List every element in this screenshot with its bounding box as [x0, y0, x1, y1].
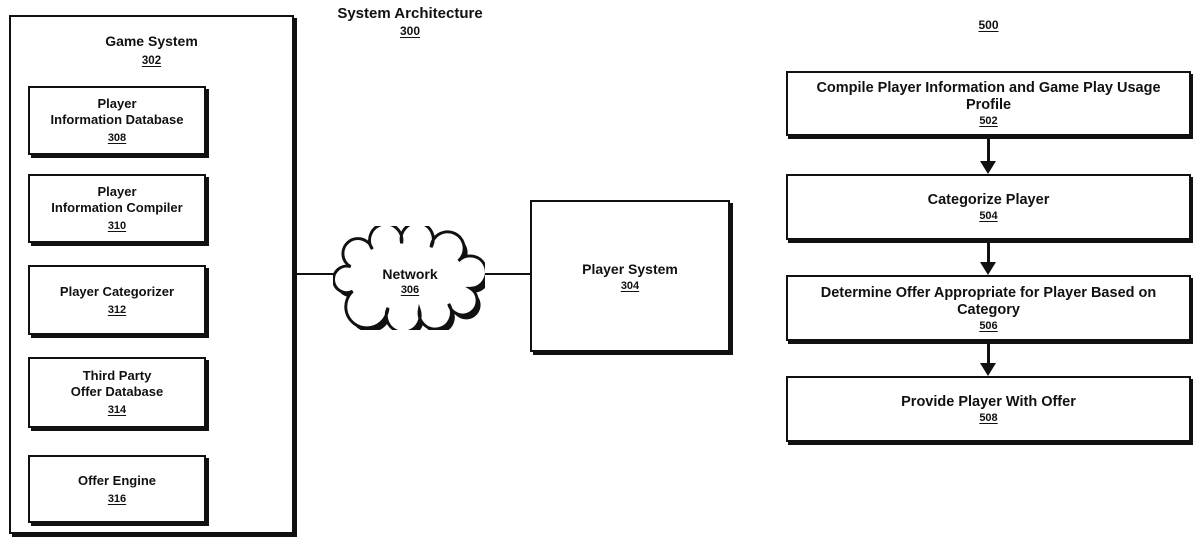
module-box-third-party-offer-database: Third Party Offer Database 314: [28, 357, 206, 428]
flow-arrow-1: [980, 138, 996, 174]
module-label-line: Offer Database: [70, 384, 164, 399]
figure-title-ref: 300: [399, 24, 421, 38]
flow-step-ref: 502: [979, 115, 998, 127]
module-ref: 314: [107, 404, 127, 416]
module-ref: 310: [107, 220, 127, 232]
network-label-block: Network 306: [355, 260, 465, 302]
flow-step-ref: 508: [979, 412, 998, 424]
figure-title-block: System Architecture 300: [330, 5, 490, 38]
flow-step-ref: 506: [979, 319, 998, 332]
flow-step-determine-offer: Determine Offer Appropriate for Player B…: [786, 275, 1191, 341]
flow-step-label: Provide Player With Offer: [901, 394, 1076, 410]
flow-step-ref: 504: [979, 210, 998, 222]
player-system-label: Player System: [582, 260, 678, 277]
flow-step-provide-offer: Provide Player With Offer 508: [786, 376, 1191, 442]
flow-step-label: Categorize Player: [927, 192, 1050, 208]
module-label-line: Information Database: [50, 112, 184, 127]
flow-arrow-3: [980, 343, 996, 376]
module-box-player-categorizer: Player Categorizer 312: [28, 265, 206, 335]
module-label-line: Player Categorizer: [59, 283, 175, 299]
network-label: Network: [382, 266, 438, 282]
arrow-head-icon: [980, 363, 996, 376]
module-label-line: Offer Engine: [77, 472, 156, 488]
arrow-shaft: [986, 138, 990, 161]
flow-step-compile-profile: Compile Player Information and Game Play…: [786, 71, 1191, 136]
game-system-title: Game System: [105, 33, 198, 49]
module-ref: 308: [107, 132, 127, 144]
flowchart-ref: 500: [978, 18, 999, 32]
arrow-head-icon: [980, 161, 996, 174]
network-ref: 306: [400, 284, 420, 296]
cloud-outline: [333, 226, 485, 330]
flow-step-label: Determine Offer Appropriate for Player B…: [820, 284, 1157, 318]
module-label-line: Information Compiler: [51, 200, 183, 215]
module-label-line: Player: [97, 96, 137, 111]
module-box-offer-engine: Offer Engine 316: [28, 455, 206, 523]
player-system-box: Player System 304: [530, 200, 730, 352]
flow-step-label: Compile Player Information and Game Play…: [816, 80, 1161, 113]
player-system-ref: 304: [620, 279, 640, 292]
game-system-ref: 302: [141, 55, 162, 67]
module-box-player-information-database: Player Information Database 308: [28, 86, 206, 155]
module-ref: 312: [107, 303, 127, 316]
module-label-line: Third Party: [82, 368, 152, 383]
module-box-player-information-compiler: Player Information Compiler 310: [28, 174, 206, 243]
arrow-shaft: [986, 343, 990, 363]
flow-step-categorize-player: Categorize Player 504: [786, 174, 1191, 240]
flow-arrow-2: [980, 242, 996, 275]
module-ref: 316: [107, 492, 127, 505]
figure-title: System Architecture: [337, 5, 483, 22]
network-cloud-shape: [333, 226, 485, 330]
arrow-shaft: [986, 242, 990, 262]
module-label-line: Player: [97, 184, 137, 199]
arrow-head-icon: [980, 262, 996, 275]
